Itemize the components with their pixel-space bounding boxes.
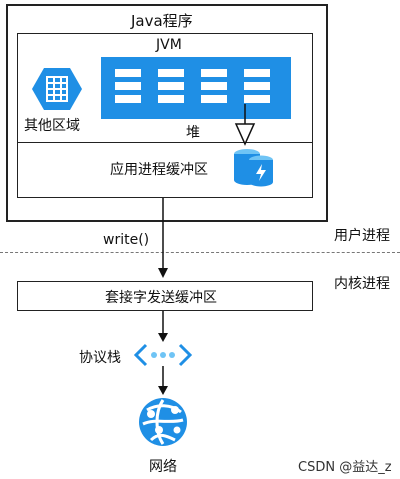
java-program-label: Java程序 xyxy=(131,12,193,30)
heap-to-buffer-arrow xyxy=(230,104,260,156)
kernel-process-label: 内核进程 xyxy=(334,276,390,292)
heap-label: 堆 xyxy=(186,125,200,141)
socket-buffer-label: 套接字发送缓冲区 xyxy=(105,290,217,306)
database-icon xyxy=(231,146,277,190)
watermark: CSDN @益达_z xyxy=(298,460,392,475)
network-label: 网络 xyxy=(149,459,177,475)
write-arrow xyxy=(156,198,170,280)
buffer-to-stack-arrow xyxy=(156,311,170,343)
stack-to-network-arrow xyxy=(156,366,170,396)
user-kernel-divider xyxy=(0,252,400,253)
other-area-label: 其他区域 xyxy=(24,118,80,134)
protocol-stack-label: 协议栈 xyxy=(79,350,121,366)
app-buffer-label: 应用进程缓冲区 xyxy=(110,162,208,178)
network-globe-icon xyxy=(137,396,189,448)
socket-buffer-box xyxy=(17,281,313,311)
jvm-label: JVM xyxy=(156,37,182,53)
write-call-label: write() xyxy=(103,232,150,248)
user-process-label: 用户进程 xyxy=(334,228,390,244)
other-area-icon xyxy=(31,66,83,112)
protocol-stack-icon xyxy=(133,343,193,367)
heap-grid xyxy=(101,57,291,119)
